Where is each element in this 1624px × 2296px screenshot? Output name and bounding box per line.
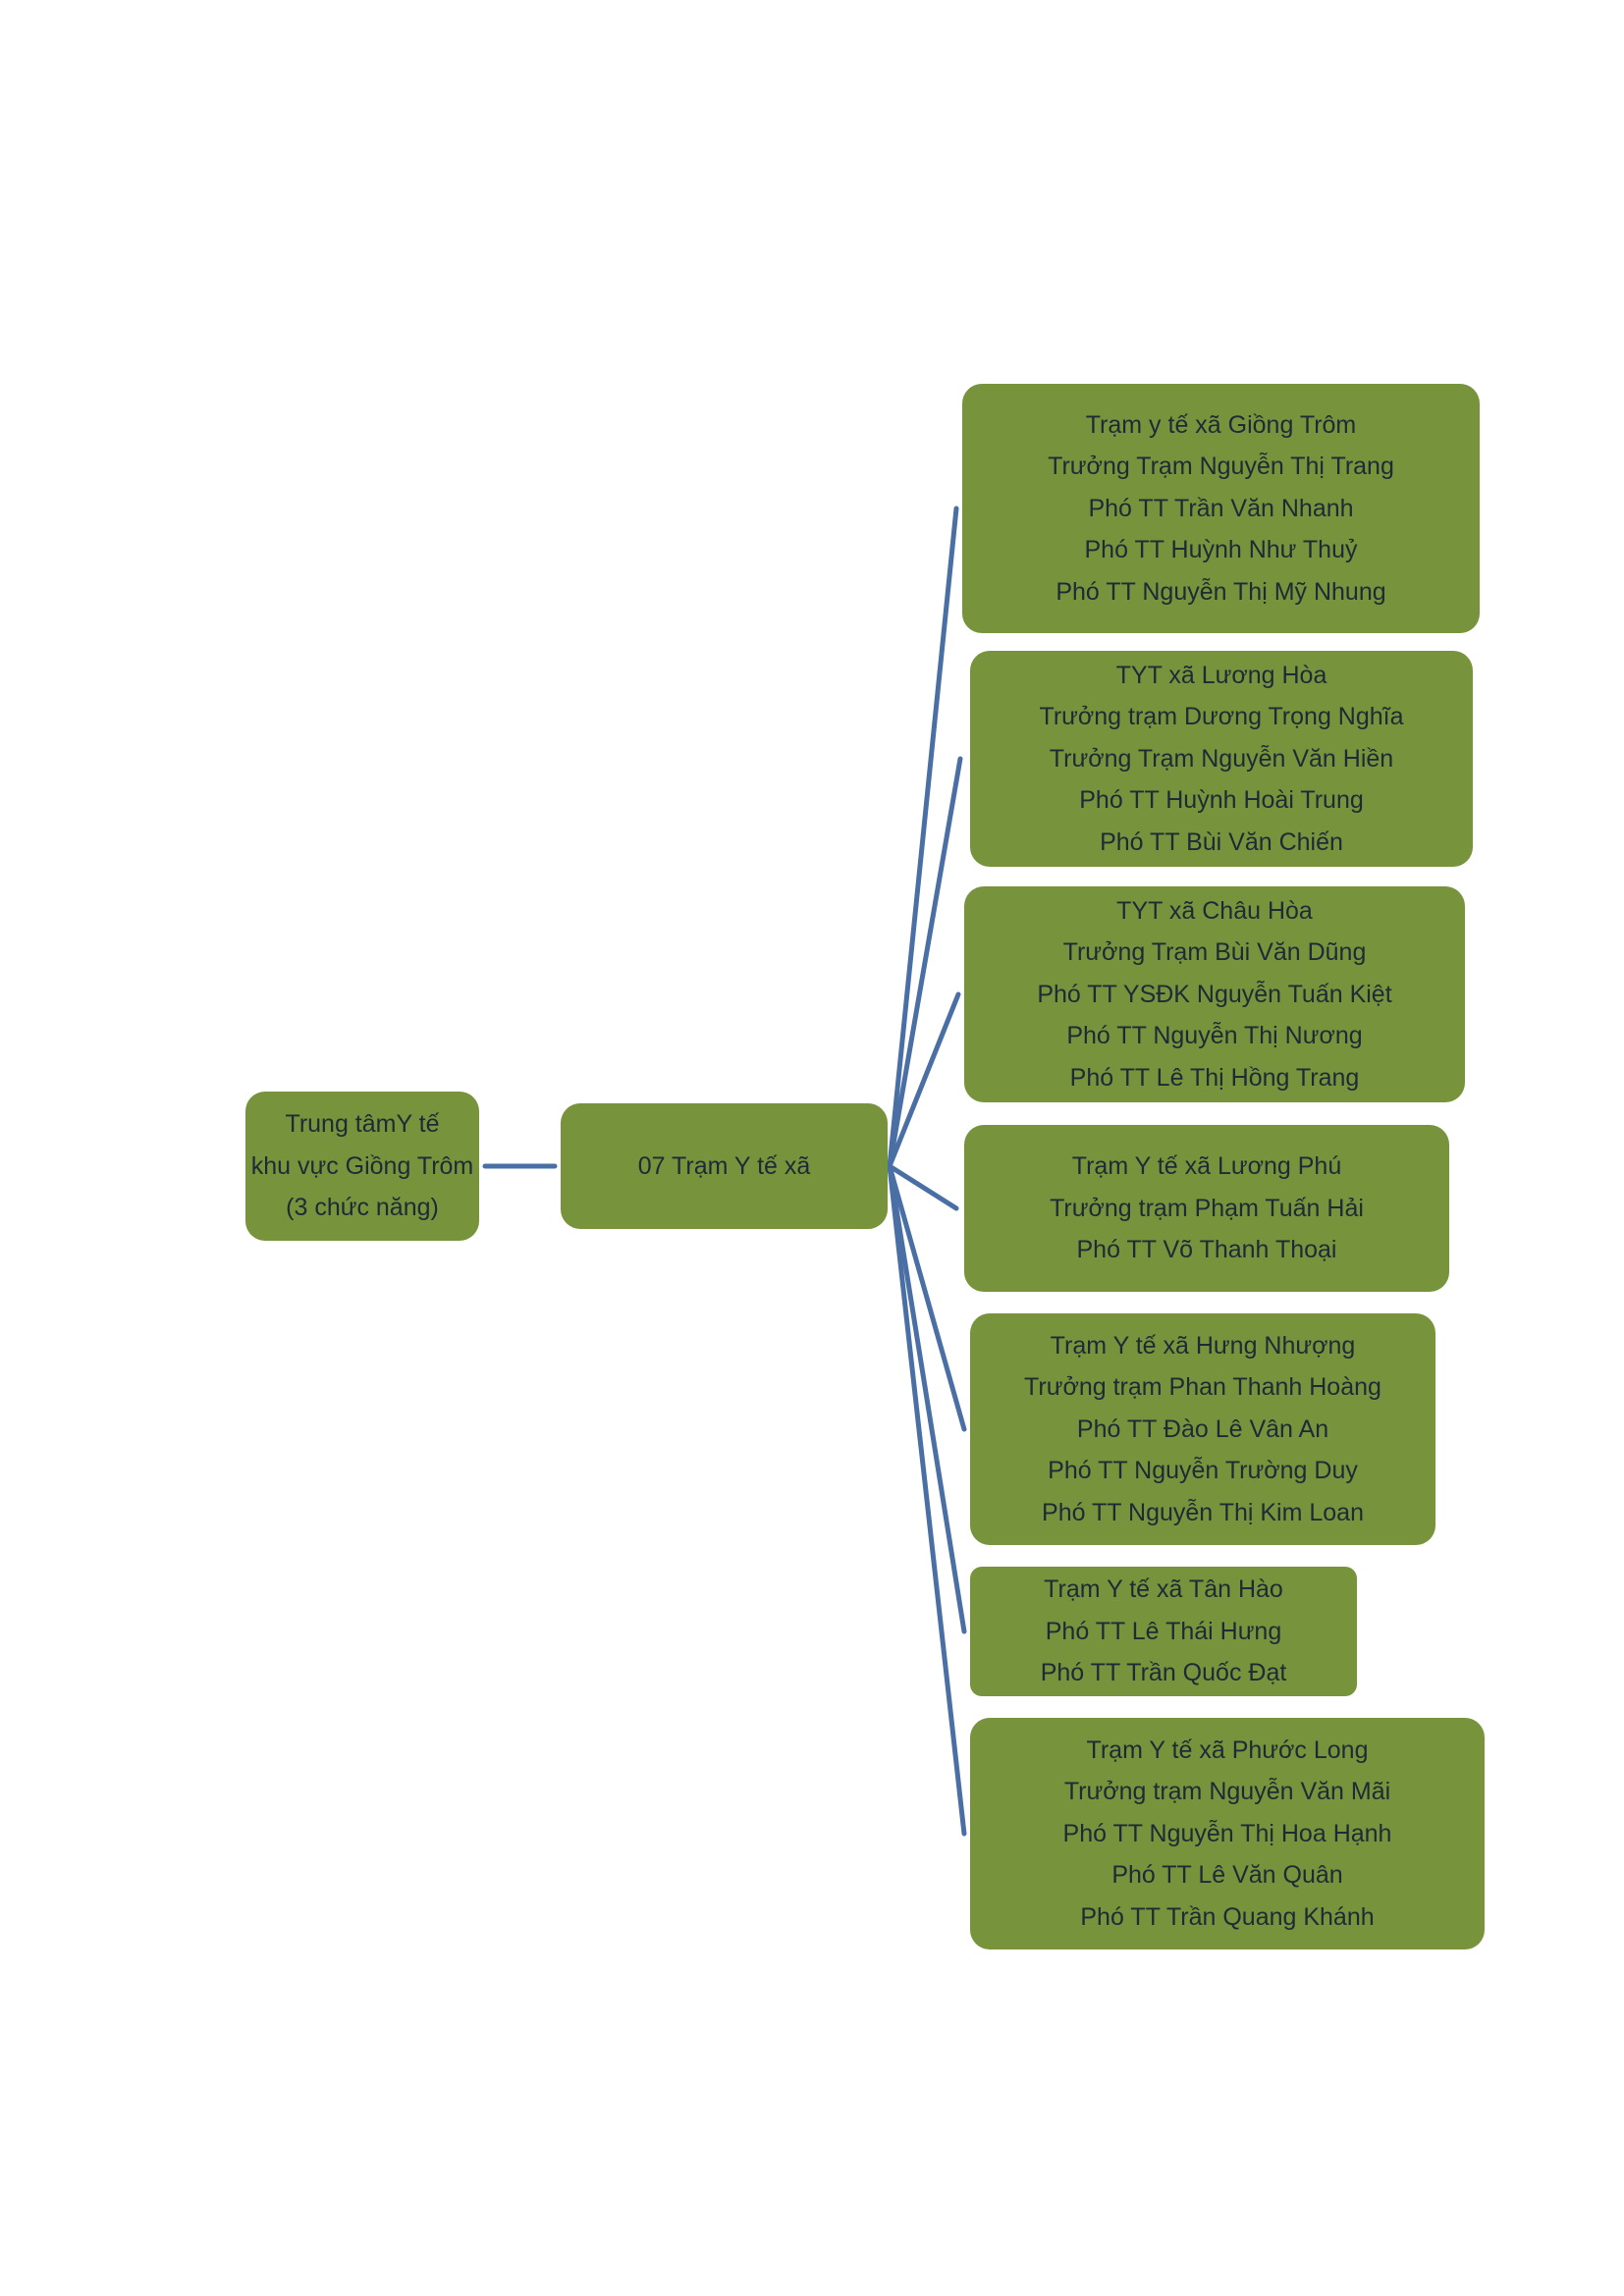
station-line: Phó TT Nguyễn Thị Mỹ Nhung xyxy=(1056,577,1386,606)
station-line: Trạm Y tế xã Lương Phú xyxy=(1071,1152,1342,1181)
station-line: Phó TT Trần Quang Khánh xyxy=(1080,1902,1375,1931)
station-line: Trưởng trạm Phan Thanh Hoàng xyxy=(1024,1373,1381,1402)
station-line: Trạm Y tế xã Hưng Nhượng xyxy=(1050,1331,1356,1360)
station-line: Phó TT Võ Thanh Thoại xyxy=(1076,1236,1337,1264)
connector-hub-to-station-4 xyxy=(887,1163,967,1432)
station-line: Phó TT Bùi Văn Chiến xyxy=(1100,828,1343,856)
station-line: Phó TT Nguyễn Thị Kim Loan xyxy=(1042,1498,1364,1526)
station-line: Phó TT Trần Văn Nhanh xyxy=(1088,494,1354,522)
station-line: TYT xã Lương Hòa xyxy=(1115,661,1327,689)
connector-hub-to-station-6 xyxy=(887,1163,967,1837)
station-line: Trưởng Trạm Nguyễn Văn Hiền xyxy=(1049,744,1394,773)
connector-hub-to-station-5 xyxy=(887,1163,967,1634)
root-node-health-center: Trung tâmY tế khu vực Giồng Trôm (3 chức… xyxy=(245,1092,479,1241)
connector-hub-to-station-1 xyxy=(887,756,963,1169)
station-node-luong-phu: Trạm Y tế xã Lương Phú Trưởng trạm Phạm … xyxy=(964,1125,1449,1292)
station-line: Trạm Y tế xã Phước Long xyxy=(1086,1735,1369,1764)
station-line: Trưởng Trạm Bùi Văn Dũng xyxy=(1062,938,1367,967)
root-line: Trung tâmY tế xyxy=(285,1110,440,1139)
station-line: Phó TT Lê Văn Quân xyxy=(1111,1861,1343,1890)
station-line: Phó TT Nguyễn Thị Hoa Hạnh xyxy=(1062,1819,1392,1847)
root-line: (3 chức năng) xyxy=(286,1194,439,1222)
station-line: Trưởng Trạm Nguyễn Thị Trang xyxy=(1048,453,1394,481)
station-line: Trạm Y tế xã Tân Hào xyxy=(1044,1575,1283,1604)
station-line: Phó TT Trần Quốc Đạt xyxy=(1040,1659,1287,1687)
station-line: TYT xã Châu Hòa xyxy=(1116,896,1313,925)
station-line: Trưởng trạm Nguyễn Văn Mãi xyxy=(1063,1778,1391,1806)
station-node-chau-hoa: TYT xã Châu Hòa Trưởng Trạm Bùi Văn Dũng… xyxy=(964,886,1465,1102)
station-line: Phó TT Nguyễn Thị Nương xyxy=(1066,1022,1363,1050)
station-line: Trưởng trạm Phạm Tuấn Hải xyxy=(1050,1194,1364,1222)
station-node-giong-trom: Trạm y tế xã Giồng Trôm Trưởng Trạm Nguy… xyxy=(962,384,1480,633)
connector-hub-to-station-0 xyxy=(887,506,959,1169)
station-line: Phó TT Huỳnh Hoài Trung xyxy=(1079,786,1364,815)
station-line: Trạm y tế xã Giồng Trôm xyxy=(1085,410,1357,439)
station-node-hung-nhuong: Trạm Y tế xã Hưng Nhượng Trưởng trạm Pha… xyxy=(970,1313,1435,1545)
station-node-luong-hoa: TYT xã Lương Hòa Trưởng trạm Dương Trọng… xyxy=(970,651,1473,867)
station-line: Phó TT Huỳnh Như Thuỷ xyxy=(1084,536,1358,564)
hub-line: 07 Trạm Y tế xã xyxy=(637,1151,811,1180)
connector-hub-to-station-2 xyxy=(887,991,961,1169)
station-line: Phó TT Lê Thái Hưng xyxy=(1045,1617,1282,1645)
station-line: Phó TT YSĐK Nguyễn Tuấn Kiệt xyxy=(1037,980,1392,1008)
station-line: Phó TT Lê Thị Hồng Trang xyxy=(1069,1063,1360,1092)
station-line: Trưởng trạm Dương Trọng Nghĩa xyxy=(1039,703,1404,731)
station-line: Phó TT Đào Lê Vân An xyxy=(1076,1415,1329,1443)
station-node-tan-hao: Trạm Y tế xã Tân Hào Phó TT Lê Thái Hưng… xyxy=(970,1567,1357,1696)
station-line: Phó TT Nguyễn Trường Duy xyxy=(1048,1457,1358,1485)
hub-node-commune-stations: 07 Trạm Y tế xã xyxy=(561,1103,888,1229)
station-node-phuoc-long: Trạm Y tế xã Phước Long Trưởng trạm Nguy… xyxy=(970,1718,1485,1949)
root-line: khu vực Giồng Trôm xyxy=(250,1151,474,1180)
connector-hub-to-station-3 xyxy=(887,1163,959,1211)
